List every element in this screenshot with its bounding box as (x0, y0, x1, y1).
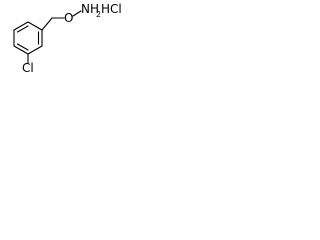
ring-double-bond-1 (16, 25, 29, 33)
nitrogen-atom-label: NH (81, 2, 99, 16)
oxygen-nitrogen-bond (72, 10, 82, 17)
chlorine-atom-label: Cl (22, 61, 34, 75)
ring-bond-2 (27, 21, 43, 31)
ring-bond-4 (27, 45, 43, 55)
benzylic-bond (41, 17, 53, 31)
oxygen-atom-label: O (64, 11, 74, 25)
ring-bond-5 (13, 45, 29, 55)
hydrochloride-label: HCl (101, 2, 122, 16)
nitrogen-subscript: 2 (96, 10, 102, 19)
chemical-structure-diagram: O NH 2 HCl Cl (0, 0, 127, 75)
ring-bond-1 (13, 21, 29, 31)
structure-bonds (13, 10, 82, 64)
ring-double-bond-3 (16, 43, 29, 51)
